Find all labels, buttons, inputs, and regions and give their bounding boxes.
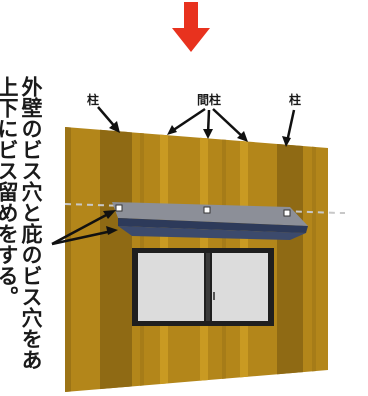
arrowheads (103, 121, 291, 235)
screw-hole-left (115, 204, 123, 212)
caption-line-1: 外壁のビス穴と庇のビス穴をあ (19, 76, 43, 370)
window (132, 248, 274, 326)
screw-hole-right (283, 209, 291, 217)
pillar-left (100, 127, 132, 392)
screw-hole-center (203, 206, 211, 214)
window-pane-left (138, 253, 204, 321)
pillar-right (277, 127, 303, 392)
label-pillar-right: 柱 (289, 92, 301, 107)
annotation-arrows (51, 106, 296, 246)
canopy (112, 202, 308, 240)
label-stud: 間柱 (197, 92, 221, 107)
window-pane-right (212, 253, 268, 321)
caption-line-2: 上下にビス留めをする。 (0, 76, 19, 307)
label-pillar-left: 柱 (87, 92, 99, 107)
down-arrow-icon (172, 2, 210, 52)
